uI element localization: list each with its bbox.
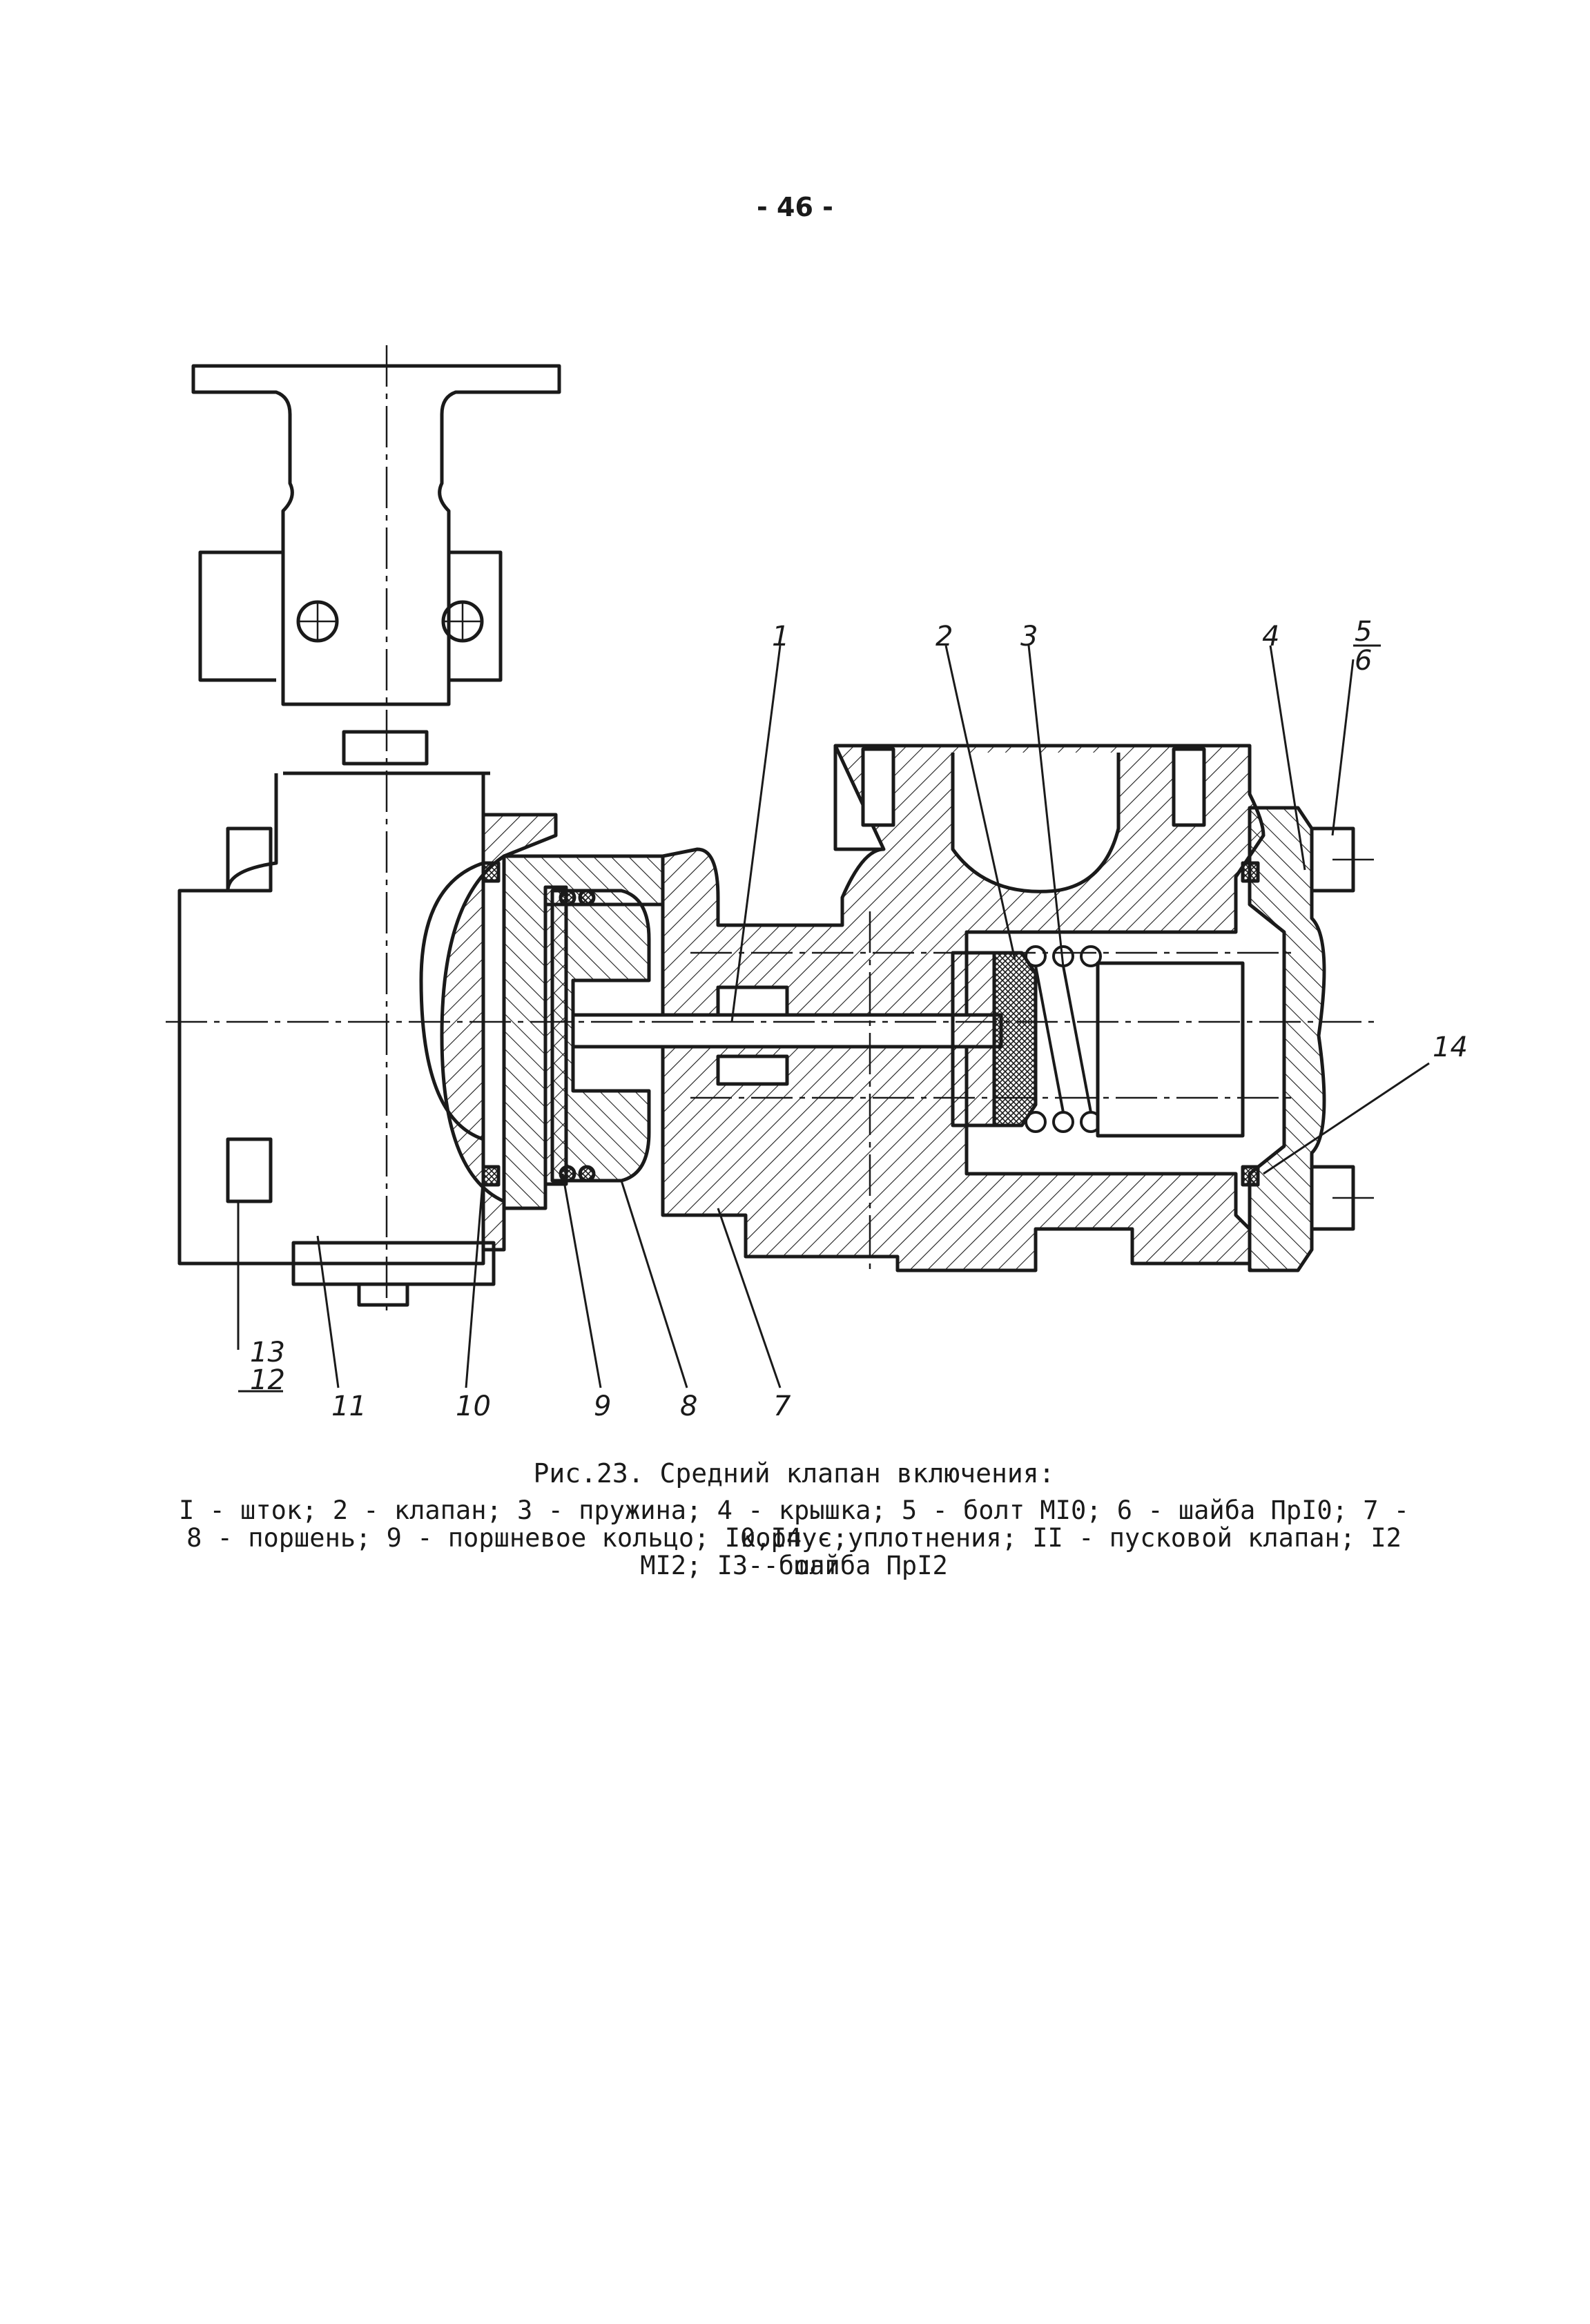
callout-14: 14	[1433, 1032, 1468, 1063]
spring	[1025, 945, 1102, 1133]
valve-assembly-drawing: 1 2 3 4 5 6 14 7 8 9 10 11 13 12	[166, 345, 1468, 1422]
legend-line-1: I - шток; 2 - клапан; 3 - пружина; 4 - к…	[178, 1495, 1410, 1553]
figure-caption: Рис.23. Средний клапан включения:	[533, 1458, 1055, 1489]
callout-8: 8	[680, 1391, 697, 1422]
callout-5: 5	[1355, 616, 1372, 648]
seal-10	[481, 861, 501, 883]
seal-14	[1241, 861, 1260, 883]
stem	[571, 1013, 1003, 1049]
callout-7: 7	[773, 1391, 791, 1422]
page-number: - 46 -	[757, 192, 833, 222]
piston	[550, 889, 651, 1183]
callout-4: 4	[1262, 621, 1279, 652]
callout-6: 6	[1355, 645, 1372, 677]
callout-1: 1	[772, 621, 789, 652]
callout-10: 10	[456, 1391, 491, 1422]
callout-13: 13	[250, 1337, 285, 1368]
callout-12: 12	[250, 1364, 285, 1396]
valve-disc	[992, 951, 1038, 1127]
callout-2: 2	[935, 621, 953, 652]
callout-9: 9	[594, 1391, 611, 1422]
piston-ring	[559, 889, 576, 907]
legend-line-2: 8 - поршень; 9 - поршневое кольцо; I0,I4…	[186, 1523, 1402, 1580]
callout-3: 3	[1020, 621, 1038, 652]
start-valve-body	[177, 364, 561, 1307]
callout-11: 11	[331, 1391, 367, 1422]
legend-line-3: MI2; I3 - шайба ПрI2	[640, 1551, 948, 1580]
cover	[1248, 806, 1326, 1272]
